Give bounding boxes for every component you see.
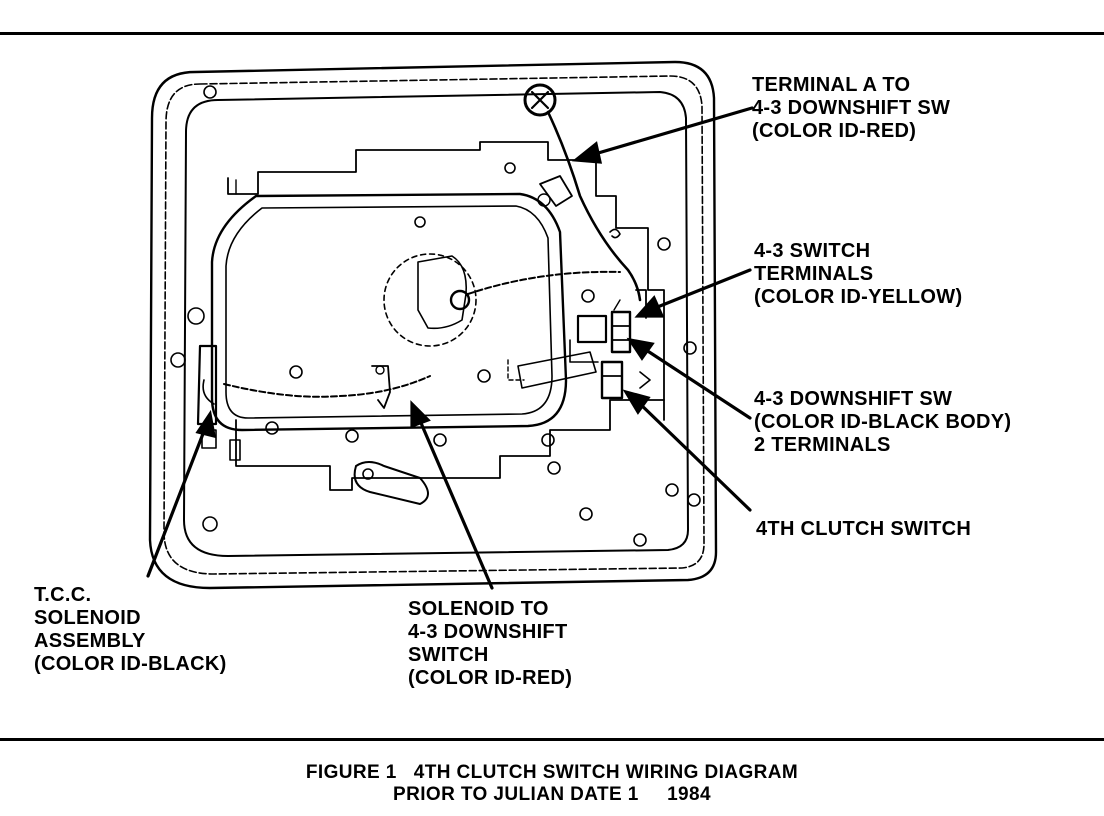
arrow-solenoid-to <box>416 414 494 590</box>
label-terminal-a: TERMINAL A TO 4-3 DOWNSHIFT SW (COLOR ID… <box>752 74 951 142</box>
caption-line-2: PRIOR TO JULIAN DATE 1 1984 <box>393 784 711 805</box>
pan-outline-middle <box>163 75 705 575</box>
accumulator-body <box>417 255 468 330</box>
label-downshift-sw: 4-3 DOWNSHIFT SW (COLOR ID-BLACK BODY) 2… <box>754 388 1012 456</box>
arrow-downshift-sw <box>638 344 752 420</box>
switch-terminals <box>610 310 632 354</box>
wire-red-top <box>546 110 642 302</box>
manual-link <box>353 461 429 505</box>
terminal-a-connector <box>523 83 557 117</box>
pan-outline-inner <box>183 91 689 557</box>
clutch-switch-body <box>600 360 624 400</box>
arrow-tcc <box>146 424 208 578</box>
label-tcc-solenoid: T.C.C. SOLENOID ASSEMBLY (COLOR ID-BLACK… <box>34 584 227 675</box>
leader-arrows <box>146 106 754 590</box>
top-rule <box>0 32 1104 35</box>
gasket-outline <box>210 192 568 432</box>
label-solenoid-to: SOLENOID TO 4-3 DOWNSHIFT SWITCH (COLOR … <box>408 598 573 689</box>
bottom-rule <box>0 738 1104 741</box>
wire-harness-dashed <box>467 270 621 295</box>
tcc-solenoid-body <box>196 344 218 426</box>
label-clutch-switch: 4TH CLUTCH SWITCH <box>756 518 972 540</box>
valve-body-lower <box>235 399 665 491</box>
arrow-clutch-switch <box>634 398 752 512</box>
accumulator-dashed <box>383 253 477 347</box>
downshift-switch-block <box>576 314 608 344</box>
arrow-terminal-a <box>586 106 754 158</box>
label-switch-terminals: 4-3 SWITCH TERMINALS (COLOR ID-YELLOW) <box>754 240 963 308</box>
pan-outline-outer <box>148 60 718 590</box>
figure-caption: FIGURE 1 4TH CLUTCH SWITCH WIRING DIAGRA… <box>0 762 1104 806</box>
bolt-holes <box>170 85 701 547</box>
caption-line-1: FIGURE 1 4TH CLUTCH SWITCH WIRING DIAGRA… <box>305 762 799 783</box>
arrow-switch-terminals <box>648 268 752 312</box>
valve-body-upper <box>227 141 665 421</box>
wire-tcc-dashed <box>223 375 431 398</box>
gasket-outline-inner <box>225 205 553 419</box>
solenoid-connector <box>371 365 391 409</box>
accumulator-pin <box>449 289 471 311</box>
